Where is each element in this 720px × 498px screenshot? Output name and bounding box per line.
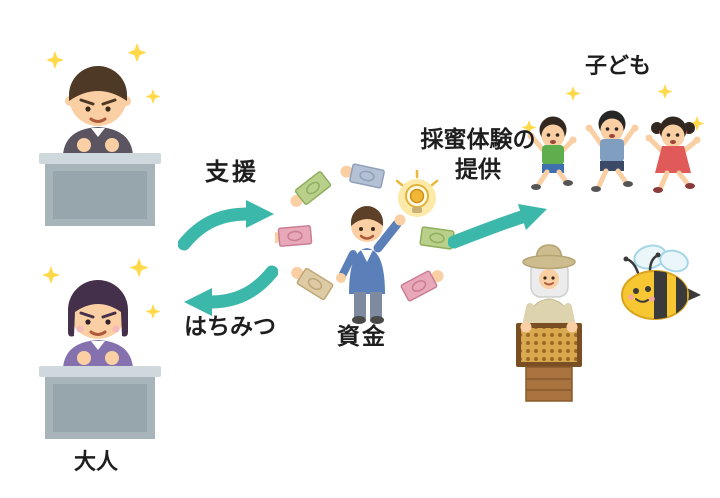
- funds-label: 資金: [337, 323, 387, 349]
- man-at-desk-icon: [39, 43, 161, 226]
- funding-illustration: [275, 162, 460, 330]
- money-bills-icon: [275, 163, 460, 302]
- children-running-icon: [521, 84, 705, 193]
- children-illustration: [515, 80, 705, 220]
- experience-label: 採蜜体験の 提供: [403, 124, 553, 184]
- support-label: 支援: [205, 159, 259, 186]
- honeybee-icon: [621, 244, 701, 320]
- experience-arrow-upper-right: [448, 192, 558, 252]
- arrow-upper-right-icon: [448, 204, 547, 249]
- desk-top: [39, 366, 161, 377]
- sparkle-icon: [521, 84, 705, 135]
- lightbulb-coin-icon: [395, 169, 439, 217]
- experience-label-line2: 提供: [455, 156, 501, 182]
- woman-at-desk-icon: [39, 258, 161, 439]
- desk-top: [39, 153, 161, 164]
- support-arrow-right: [178, 196, 278, 256]
- crowdfunding-icon: [275, 163, 460, 324]
- beekeeper-illustration: [492, 235, 607, 415]
- person-icon: [336, 206, 406, 324]
- honey-arrow-left: [178, 258, 278, 324]
- arrow-right-icon: [178, 200, 274, 251]
- children-label: 子ども: [584, 53, 651, 78]
- bee-illustration: [600, 235, 705, 335]
- child-icon: [645, 116, 701, 193]
- adults-label: 大人: [73, 449, 118, 474]
- child-icon: [585, 110, 639, 192]
- child-icon: [527, 116, 577, 190]
- wooden-box: [525, 366, 573, 402]
- sparkle-icon: [42, 258, 161, 319]
- honey-label: はちみつ: [184, 313, 276, 339]
- sparkle-icon: [46, 43, 161, 104]
- beekeeper-icon: [516, 244, 582, 402]
- adult-woman-at-desk-illustration: [25, 248, 175, 448]
- experience-label-line1: 採蜜体験の: [420, 126, 536, 152]
- arrow-left-icon: [184, 265, 278, 316]
- adult-man-at-desk-illustration: [25, 35, 175, 235]
